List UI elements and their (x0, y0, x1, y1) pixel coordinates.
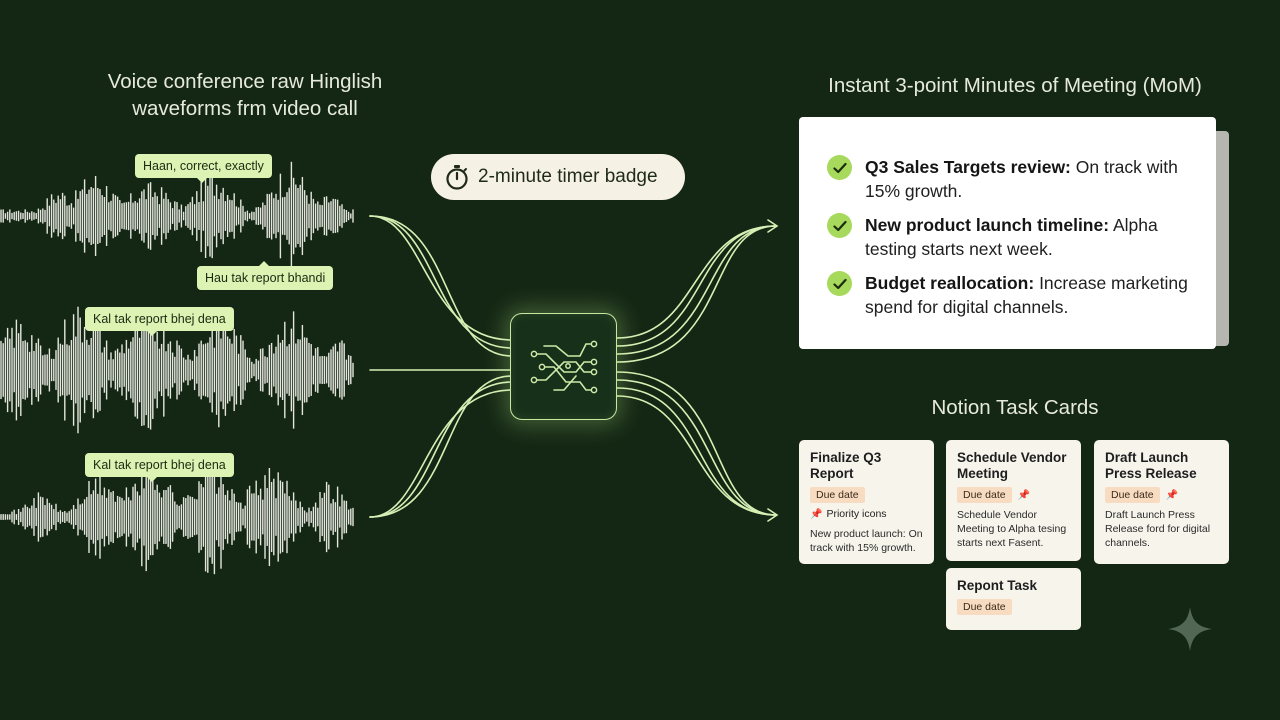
mom-item: Q3 Sales Targets review: On track with 1… (827, 155, 1196, 203)
sparkle-icon (1168, 607, 1212, 651)
task-card-description: New product launch: On track with 15% gr… (810, 528, 923, 554)
waveform-top (0, 161, 354, 271)
due-date-badge: Due date (957, 599, 1012, 615)
mom-item-title: Budget reallocation: (865, 273, 1035, 293)
waveform-middle (0, 306, 354, 434)
pin-icon: 📌 (810, 508, 823, 520)
due-row: Due date (810, 487, 924, 503)
mom-item-text: Budget reallocation: Increase marketing … (865, 271, 1196, 319)
priority-row: 📌 Priority icons (810, 508, 924, 520)
due-date-badge: Due date (1105, 487, 1160, 503)
speech-bubble-1: Haan, correct, exactly (135, 154, 272, 183)
waveforms-heading-line1: Voice conference raw Hinglish (107, 70, 383, 93)
pin-icon: 📌 (1165, 489, 1179, 501)
task-card-schedule-vendor-meeting[interactable]: Schedule Vendor Meeting Due date 📌 Sched… (946, 440, 1081, 561)
mom-item-body: Alpha testing starts next week. (865, 215, 1158, 259)
task-card-description: Draft Launch Press Release ford for digi… (1105, 509, 1211, 549)
timer-badge: 2-minute timer badge (431, 154, 685, 200)
task-card-finalize-q3-report[interactable]: Finalize Q3 Report Due date 📌 Priority i… (799, 440, 934, 564)
mom-heading: Instant 3-point Minutes of Meeting (MoM) (828, 74, 1202, 97)
due-row: Due date (957, 599, 1071, 615)
notion-heading: Notion Task Cards (931, 396, 1099, 419)
due-row: Due date 📌 (957, 487, 1071, 503)
stopwatch-icon (446, 165, 468, 190)
speech-bubble-2: Hau tak report bhandi (197, 261, 334, 290)
task-card-repont-task[interactable]: Repont Task Due date (946, 568, 1081, 630)
mom-item-body: Increase marketing spend for digital cha… (865, 273, 1188, 317)
waveforms-heading-line2: waveforms frm video call (132, 97, 358, 120)
due-date-badge: Due date (810, 487, 865, 503)
processor-chip (510, 313, 617, 420)
task-card-draft-launch-press-release[interactable]: Draft Launch Press Release Due date 📌 Dr… (1094, 440, 1229, 564)
priority-label: Priority icons (826, 508, 887, 520)
check-icon (827, 271, 852, 296)
mom-card: Q3 Sales Targets review: On track with 1… (799, 117, 1216, 349)
speech-bubble-3: Kal tak report bhej dena (85, 307, 234, 336)
mom-item-body: On track with 15% growth. (865, 157, 1178, 201)
task-card-title: Finalize Q3 Report (810, 450, 882, 481)
mom-item: Budget reallocation: Increase marketing … (827, 271, 1196, 319)
task-card-title: Draft Launch Press Release (1105, 450, 1197, 481)
mom-item-title: New product launch timeline: (865, 215, 1110, 235)
due-date-badge: Due date (957, 487, 1012, 503)
due-row: Due date 📌 (1105, 487, 1219, 503)
mom-item-title: Q3 Sales Targets review: (865, 157, 1071, 177)
task-card-title: Schedule Vendor Meeting (957, 450, 1067, 481)
speech-bubble-4: Kal tak report bhej dena (85, 453, 234, 482)
mom-item-text: New product launch timeline: Alpha testi… (865, 213, 1196, 261)
timer-badge-label: 2-minute timer badge (478, 166, 658, 187)
mom-item-text: Q3 Sales Targets review: On track with 1… (865, 155, 1196, 203)
mom-item: New product launch timeline: Alpha testi… (827, 213, 1196, 261)
circuit-crossover-icon (530, 340, 597, 393)
task-card-description: Schedule Vendor Meeting to Alpha tesing … (957, 509, 1067, 549)
check-icon (827, 155, 852, 180)
task-card-title: Repont Task (957, 578, 1038, 593)
waveforms-heading: Voice conference raw Hinglish waveforms … (40, 68, 450, 122)
pin-icon: 📌 (1017, 489, 1031, 501)
check-icon (827, 213, 852, 238)
waveform-bottom (0, 459, 354, 575)
